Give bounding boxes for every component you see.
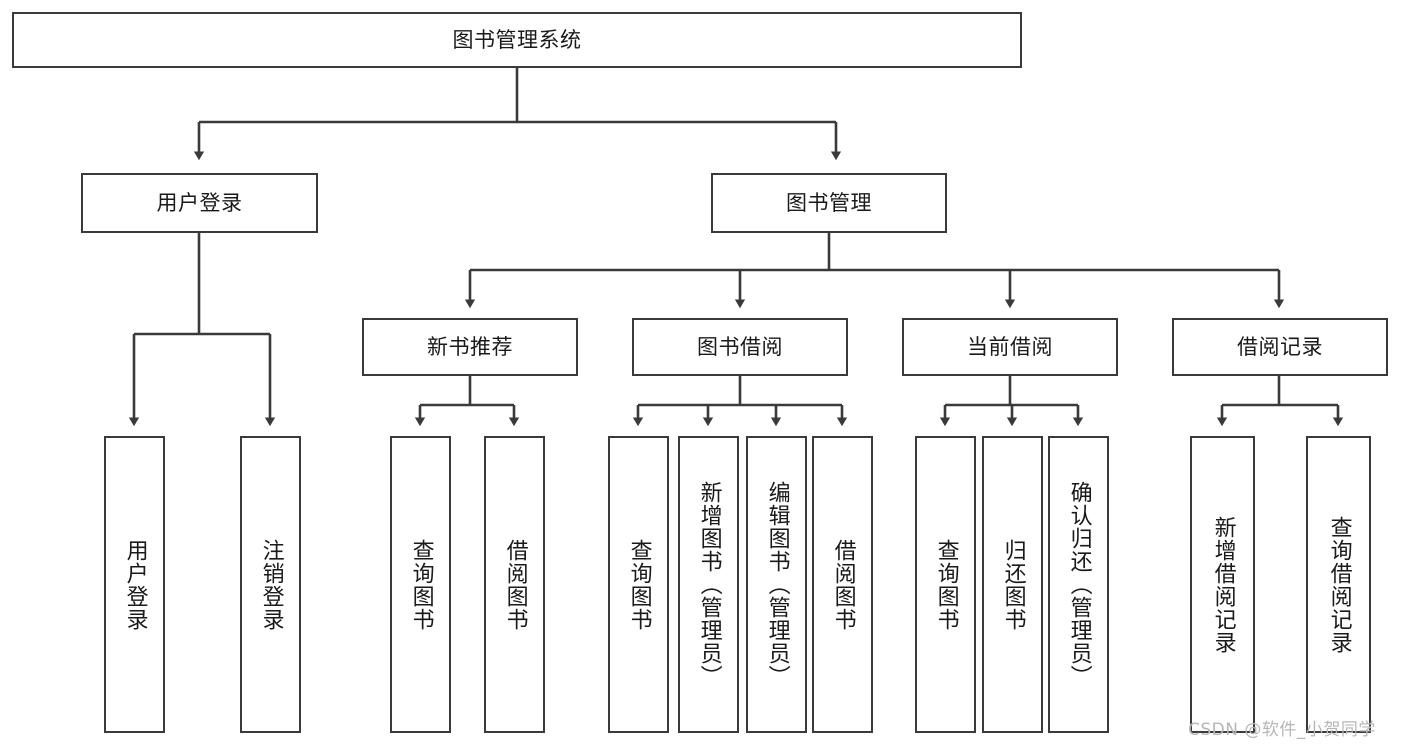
node-borrow-record-label: 借阅记录 [1237,334,1323,359]
node-user-login[interactable]: 用户登录 [81,173,318,233]
leaf-query-book-3-label: 查询图书 [933,538,959,631]
leaf-query-book-1-label: 查询图书 [408,538,434,631]
leaf-add-book[interactable]: 新增图书（管理员） [678,436,739,733]
leaf-confirm-return-label: 确认归还（管理员） [1066,481,1092,688]
leaf-logout-login[interactable]: 注销登录 [240,436,301,733]
leaf-confirm-return[interactable]: 确认归还（管理员） [1048,436,1109,733]
leaf-edit-book[interactable]: 编辑图书（管理员） [746,436,807,733]
node-new-book-recommend[interactable]: 新书推荐 [362,318,578,376]
node-book-borrow-label: 图书借阅 [697,334,783,359]
leaf-query-book-3[interactable]: 查询图书 [915,436,976,733]
node-user-login-label: 用户登录 [156,190,243,215]
leaf-query-book-2-label: 查询图书 [626,538,652,631]
node-book-borrow[interactable]: 图书借阅 [632,318,848,376]
leaf-edit-book-label: 编辑图书（管理员） [764,481,790,688]
leaf-borrow-book-2[interactable]: 借阅图书 [812,436,873,733]
leaf-user-login-label: 用户登录 [122,538,148,631]
leaf-add-book-label: 新增图书（管理员） [696,481,722,688]
node-root[interactable]: 图书管理系统 [12,12,1022,68]
node-root-label: 图书管理系统 [452,27,582,52]
node-current-borrow[interactable]: 当前借阅 [902,318,1118,376]
leaf-query-book-2[interactable]: 查询图书 [608,436,669,733]
leaf-borrow-book-1[interactable]: 借阅图书 [484,436,545,733]
watermark: CSDN @软件_小贺同学 [1188,720,1376,740]
leaf-user-login[interactable]: 用户登录 [104,436,165,733]
node-current-borrow-label: 当前借阅 [967,334,1053,359]
node-borrow-record[interactable]: 借阅记录 [1172,318,1388,376]
leaf-return-book[interactable]: 归还图书 [982,436,1043,733]
leaf-add-record[interactable]: 新增借阅记录 [1190,436,1255,733]
leaf-query-record[interactable]: 查询借阅记录 [1306,436,1371,733]
leaf-borrow-book-2-label: 借阅图书 [830,538,856,631]
leaf-borrow-book-1-label: 借阅图书 [502,538,528,631]
leaf-query-book-1[interactable]: 查询图书 [390,436,451,733]
node-new-book-recommend-label: 新书推荐 [427,334,513,359]
leaf-logout-login-label: 注销登录 [258,538,284,631]
leaf-return-book-label: 归还图书 [1000,538,1026,631]
leaf-add-record-label: 新增借阅记录 [1210,515,1236,654]
leaf-query-record-label: 查询借阅记录 [1326,515,1352,654]
node-book-management-label: 图书管理 [786,190,872,215]
node-book-management[interactable]: 图书管理 [711,173,947,233]
